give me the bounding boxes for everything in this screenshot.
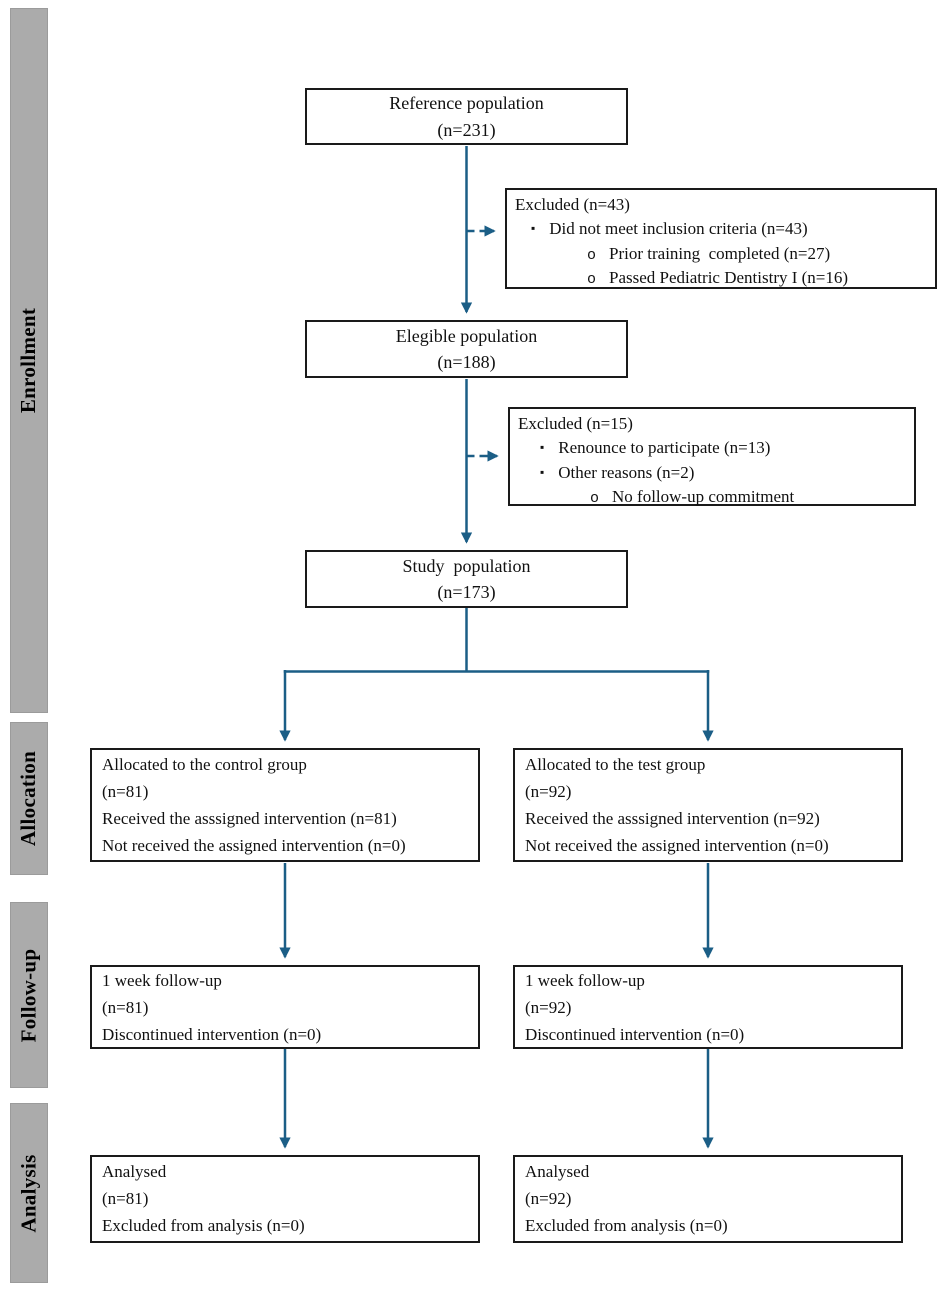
alloc-control-line1: Allocated to the control group bbox=[102, 755, 307, 774]
allocation-test-box: Allocated to the test group (n=92) Recei… bbox=[513, 748, 903, 862]
stage-bar-allocation: Allocation bbox=[10, 722, 48, 875]
fu-test-line3: Discontinued intervention (n=0) bbox=[525, 1024, 745, 1044]
allocation-control-box: Allocated to the control group (n=81) Re… bbox=[90, 748, 480, 862]
square-bullet-icon: ▪ bbox=[531, 221, 536, 236]
stage-label-allocation: Allocation bbox=[16, 750, 41, 847]
eligible-population-label: Elegible population bbox=[395, 325, 538, 346]
followup-control-box: 1 week follow-up (n=81) Discontinued int… bbox=[90, 965, 480, 1049]
square-bullet-icon: ▪ bbox=[540, 464, 545, 479]
alloc-control-count: (n=81) bbox=[102, 781, 149, 801]
excluded2-item-1: ▪Renounce to participate (n=13) bbox=[540, 438, 771, 458]
alloc-control-line4: Not received the assigned intervention (… bbox=[102, 835, 406, 855]
reference-population-count: (n=231) bbox=[437, 119, 496, 140]
excluded2-item-2: ▪Other reasons (n=2) bbox=[540, 462, 695, 482]
study-population-label: Study population bbox=[402, 555, 531, 576]
an-control-line3: Excluded from analysis (n=0) bbox=[102, 1215, 305, 1235]
stage-label-enrollment: Enrollment bbox=[16, 307, 41, 414]
square-bullet-icon: ▪ bbox=[540, 440, 545, 455]
fu-control-line1: 1 week follow-up bbox=[102, 971, 222, 990]
excluded-box-2: Excluded (n=15) ▪Renounce to participate… bbox=[508, 407, 916, 509]
stage-bar-enrollment: Enrollment bbox=[10, 8, 48, 713]
stage-bar-analysis: Analysis bbox=[10, 1103, 48, 1283]
excluded1-item-1: ▪Did not meet inclusion criteria (n=43) bbox=[531, 219, 808, 239]
eligible-population-count: (n=188) bbox=[437, 352, 496, 372]
alloc-test-count: (n=92) bbox=[525, 781, 572, 801]
circle-bullet-icon: o bbox=[587, 246, 597, 264]
fu-control-line3: Discontinued intervention (n=0) bbox=[102, 1024, 322, 1044]
study-population-box: Study population (n=173) bbox=[305, 550, 628, 608]
reference-population-box: Reference population (n=231) bbox=[305, 88, 628, 145]
alloc-test-line1: Allocated to the test group bbox=[525, 755, 706, 774]
alloc-control-line3: Received the asssigned intervention (n=8… bbox=[102, 808, 397, 828]
followup-test-box: 1 week follow-up (n=92) Discontinued int… bbox=[513, 965, 903, 1049]
excluded-box-1: Excluded (n=43) ▪Did not meet inclusion … bbox=[505, 188, 937, 289]
alloc-test-line3: Received the asssigned intervention (n=9… bbox=[525, 808, 820, 828]
stage-bar-followup: Follow-up bbox=[10, 902, 48, 1088]
reference-population-label: Reference population bbox=[389, 93, 544, 114]
fu-test-line1: 1 week follow-up bbox=[525, 971, 645, 990]
alloc-test-line4: Not received the assigned intervention (… bbox=[525, 835, 829, 855]
an-test-count: (n=92) bbox=[525, 1188, 572, 1208]
analysis-test-box: Analysed (n=92) Excluded from analysis (… bbox=[513, 1155, 903, 1243]
study-population-count: (n=173) bbox=[437, 582, 496, 602]
fu-control-count: (n=81) bbox=[102, 997, 149, 1017]
stage-label-followup: Follow-up bbox=[16, 948, 41, 1042]
stage-label-analysis: Analysis bbox=[16, 1153, 41, 1233]
an-control-count: (n=81) bbox=[102, 1188, 149, 1208]
an-test-line3: Excluded from analysis (n=0) bbox=[525, 1215, 728, 1235]
an-test-line1: Analysed bbox=[525, 1162, 590, 1181]
an-control-line1: Analysed bbox=[102, 1162, 167, 1181]
eligible-population-box: Elegible population (n=188) bbox=[305, 320, 628, 378]
fu-test-count: (n=92) bbox=[525, 997, 572, 1017]
circle-bullet-icon: o bbox=[587, 271, 597, 289]
analysis-control-box: Analysed (n=81) Excluded from analysis (… bbox=[90, 1155, 480, 1243]
excluded1-title: Excluded (n=43) bbox=[515, 195, 630, 214]
excluded2-title: Excluded (n=15) bbox=[518, 414, 633, 433]
circle-bullet-icon: o bbox=[590, 489, 600, 507]
